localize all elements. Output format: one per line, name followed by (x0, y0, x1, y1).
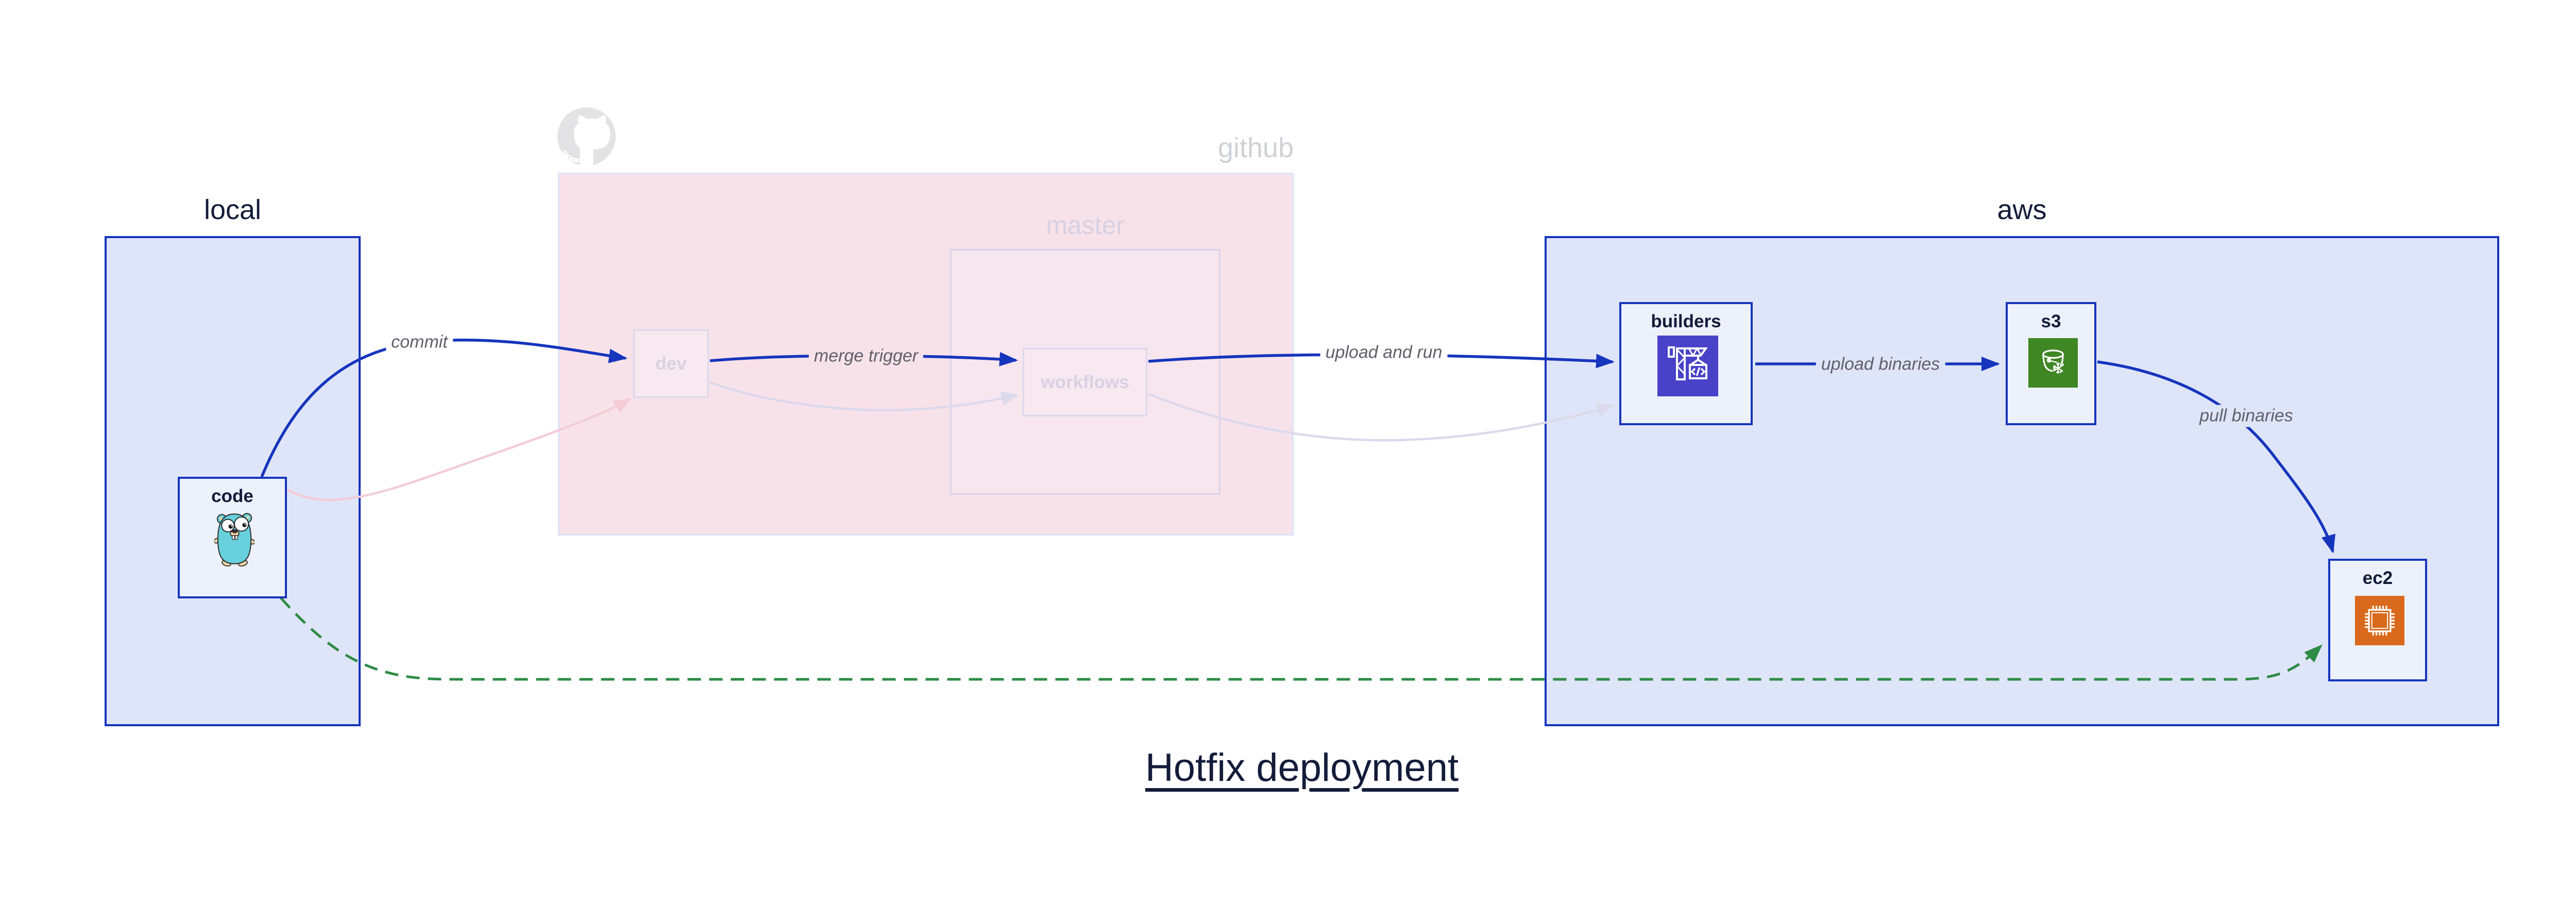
edge-label-merge-trigger: merge trigger (808, 345, 924, 368)
local-container-label: local (204, 194, 262, 225)
s3-node: s3 (2006, 302, 2096, 425)
diagram-title: Hotfix deployment (1145, 746, 1459, 790)
code-node-label: code (211, 486, 253, 506)
edge-label-commit: commit (386, 331, 453, 354)
workflows-node-label: workflows (1041, 372, 1129, 392)
github-octocat-icon (557, 107, 616, 167)
aws-codebuild-icon (1657, 336, 1718, 396)
workflows-node: workflows (1023, 348, 1147, 416)
edge-label-upload-binaries: upload binaries (1816, 353, 1945, 376)
builders-node: builders (1619, 302, 1753, 425)
dev-node-label: dev (655, 353, 687, 374)
aws-container-label: aws (1997, 194, 2047, 225)
go-gopher-icon (214, 513, 255, 567)
aws-ec2-icon (2355, 596, 2404, 645)
code-node: code (178, 477, 287, 598)
edge-label-pull-binaries: pull binaries (2194, 405, 2298, 427)
edge-label-upload-and-run: upload and run (1320, 341, 1448, 364)
dev-branch-node: dev (633, 329, 709, 398)
s3-node-label: s3 (2041, 311, 2061, 331)
github-container-label: github (1217, 132, 1294, 163)
ec2-node: ec2 (2328, 559, 2427, 681)
aws-s3-glacier-icon (2028, 338, 2078, 388)
master-branch-label: master (1046, 211, 1125, 240)
builders-node-label: builders (1651, 311, 1721, 331)
ec2-node-label: ec2 (2362, 568, 2393, 588)
